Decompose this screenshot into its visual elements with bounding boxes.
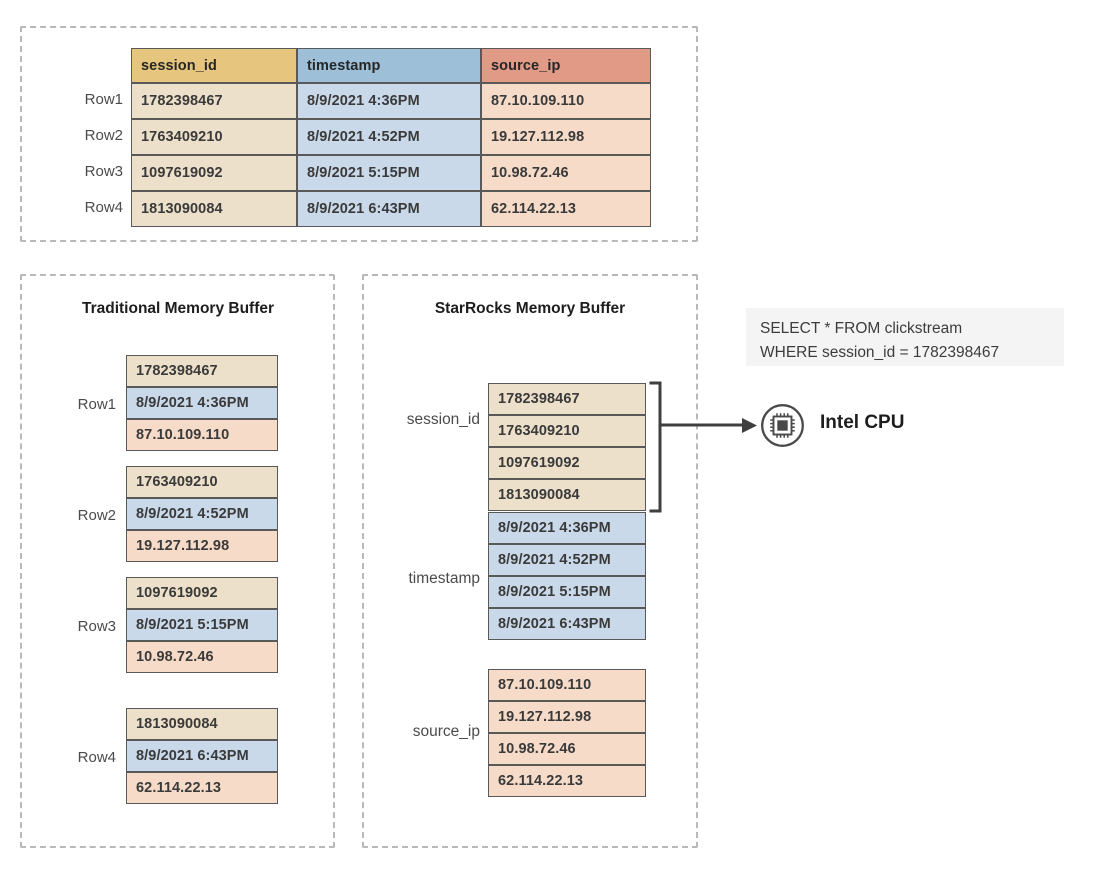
table-header-session-id: session_id: [131, 48, 297, 83]
sr-cell-timestamp-3: 8/9/2021 5:15PM: [488, 576, 646, 608]
table-cell-source-ip-1: 87.10.109.110: [481, 83, 651, 119]
trad-cell-timestamp-2: 8/9/2021 4:52PM: [126, 498, 278, 530]
traditional-buffer-title: Traditional Memory Buffer: [81, 300, 275, 317]
trad-cell-timestamp-3: 8/9/2021 5:15PM: [126, 609, 278, 641]
table-cell-timestamp-4: 8/9/2021 6:43PM: [297, 191, 481, 227]
sql-query-line-2: WHERE session_id = 1782398467: [760, 344, 1000, 361]
sr-cell-timestamp-2: 8/9/2021 4:52PM: [488, 544, 646, 576]
sr-cell-source-ip-1: 87.10.109.110: [488, 669, 646, 701]
sr-cell-session-id-1: 1782398467: [488, 383, 646, 415]
trad-cell-session-id-1: 1782398467: [126, 355, 278, 387]
sr-cell-source-ip-2: 19.127.112.98: [488, 701, 646, 733]
table-row-label-2: Row2: [84, 127, 123, 144]
sr-cell-session-id-4: 1813090084: [488, 479, 646, 511]
table-cell-session-id-2: 1763409210: [131, 119, 297, 155]
cpu-label: Intel CPU: [820, 412, 905, 433]
table-cell-source-ip-4: 62.114.22.13: [481, 191, 651, 227]
trad-cell-session-id-4: 1813090084: [126, 708, 278, 740]
sr-cell-timestamp-1: 8/9/2021 4:36PM: [488, 512, 646, 544]
starrocks-buffer-title: StarRocks Memory Buffer: [434, 300, 626, 317]
trad-row-label-3: Row3: [77, 618, 116, 635]
trad-cell-source-ip-2: 19.127.112.98: [126, 530, 278, 562]
sr-cell-session-id-3: 1097619092: [488, 447, 646, 479]
table-row-label-3: Row3: [84, 163, 123, 180]
sr-cell-session-id-2: 1763409210: [488, 415, 646, 447]
table-header-source-ip: source_ip: [481, 48, 651, 83]
trad-row-label-2: Row2: [77, 507, 116, 524]
table-row-label-1: Row1: [84, 91, 123, 108]
cpu-chip-icon: [761, 404, 804, 447]
trad-cell-source-ip-1: 87.10.109.110: [126, 419, 278, 451]
trad-row-label-1: Row1: [77, 396, 116, 413]
table-cell-timestamp-2: 8/9/2021 4:52PM: [297, 119, 481, 155]
sr-cell-timestamp-4: 8/9/2021 6:43PM: [488, 608, 646, 640]
trad-cell-source-ip-3: 10.98.72.46: [126, 641, 278, 673]
trad-cell-timestamp-4: 8/9/2021 6:43PM: [126, 740, 278, 772]
trad-cell-session-id-2: 1763409210: [126, 466, 278, 498]
trad-cell-session-id-3: 1097619092: [126, 577, 278, 609]
table-cell-session-id-1: 1782398467: [131, 83, 297, 119]
traditional-buffer-container: [20, 274, 335, 848]
starrocks-column-label-timestamp: timestamp: [408, 570, 481, 587]
starrocks-buffer-container: [362, 274, 698, 848]
table-row-label-4: Row4: [84, 199, 123, 216]
query-arrow-head: [742, 418, 757, 433]
trad-cell-source-ip-4: 62.114.22.13: [126, 772, 278, 804]
table-header-timestamp: timestamp: [297, 48, 481, 83]
source-table-container: [20, 26, 698, 242]
table-cell-session-id-3: 1097619092: [131, 155, 297, 191]
sr-cell-source-ip-3: 10.98.72.46: [488, 733, 646, 765]
table-cell-source-ip-2: 19.127.112.98: [481, 119, 651, 155]
table-cell-timestamp-1: 8/9/2021 4:36PM: [297, 83, 481, 119]
sql-query-block: SELECT * FROM clickstream WHERE session_…: [746, 308, 1064, 366]
table-cell-session-id-4: 1813090084: [131, 191, 297, 227]
sql-query-line-1: SELECT * FROM clickstream: [760, 320, 963, 337]
table-cell-timestamp-3: 8/9/2021 5:15PM: [297, 155, 481, 191]
table-cell-source-ip-3: 10.98.72.46: [481, 155, 651, 191]
sr-cell-source-ip-4: 62.114.22.13: [488, 765, 646, 797]
starrocks-column-label-session-id: session_id: [406, 411, 480, 428]
trad-cell-timestamp-1: 8/9/2021 4:36PM: [126, 387, 278, 419]
starrocks-column-label-source-ip: source_ip: [412, 723, 480, 740]
trad-row-label-4: Row4: [77, 749, 116, 766]
